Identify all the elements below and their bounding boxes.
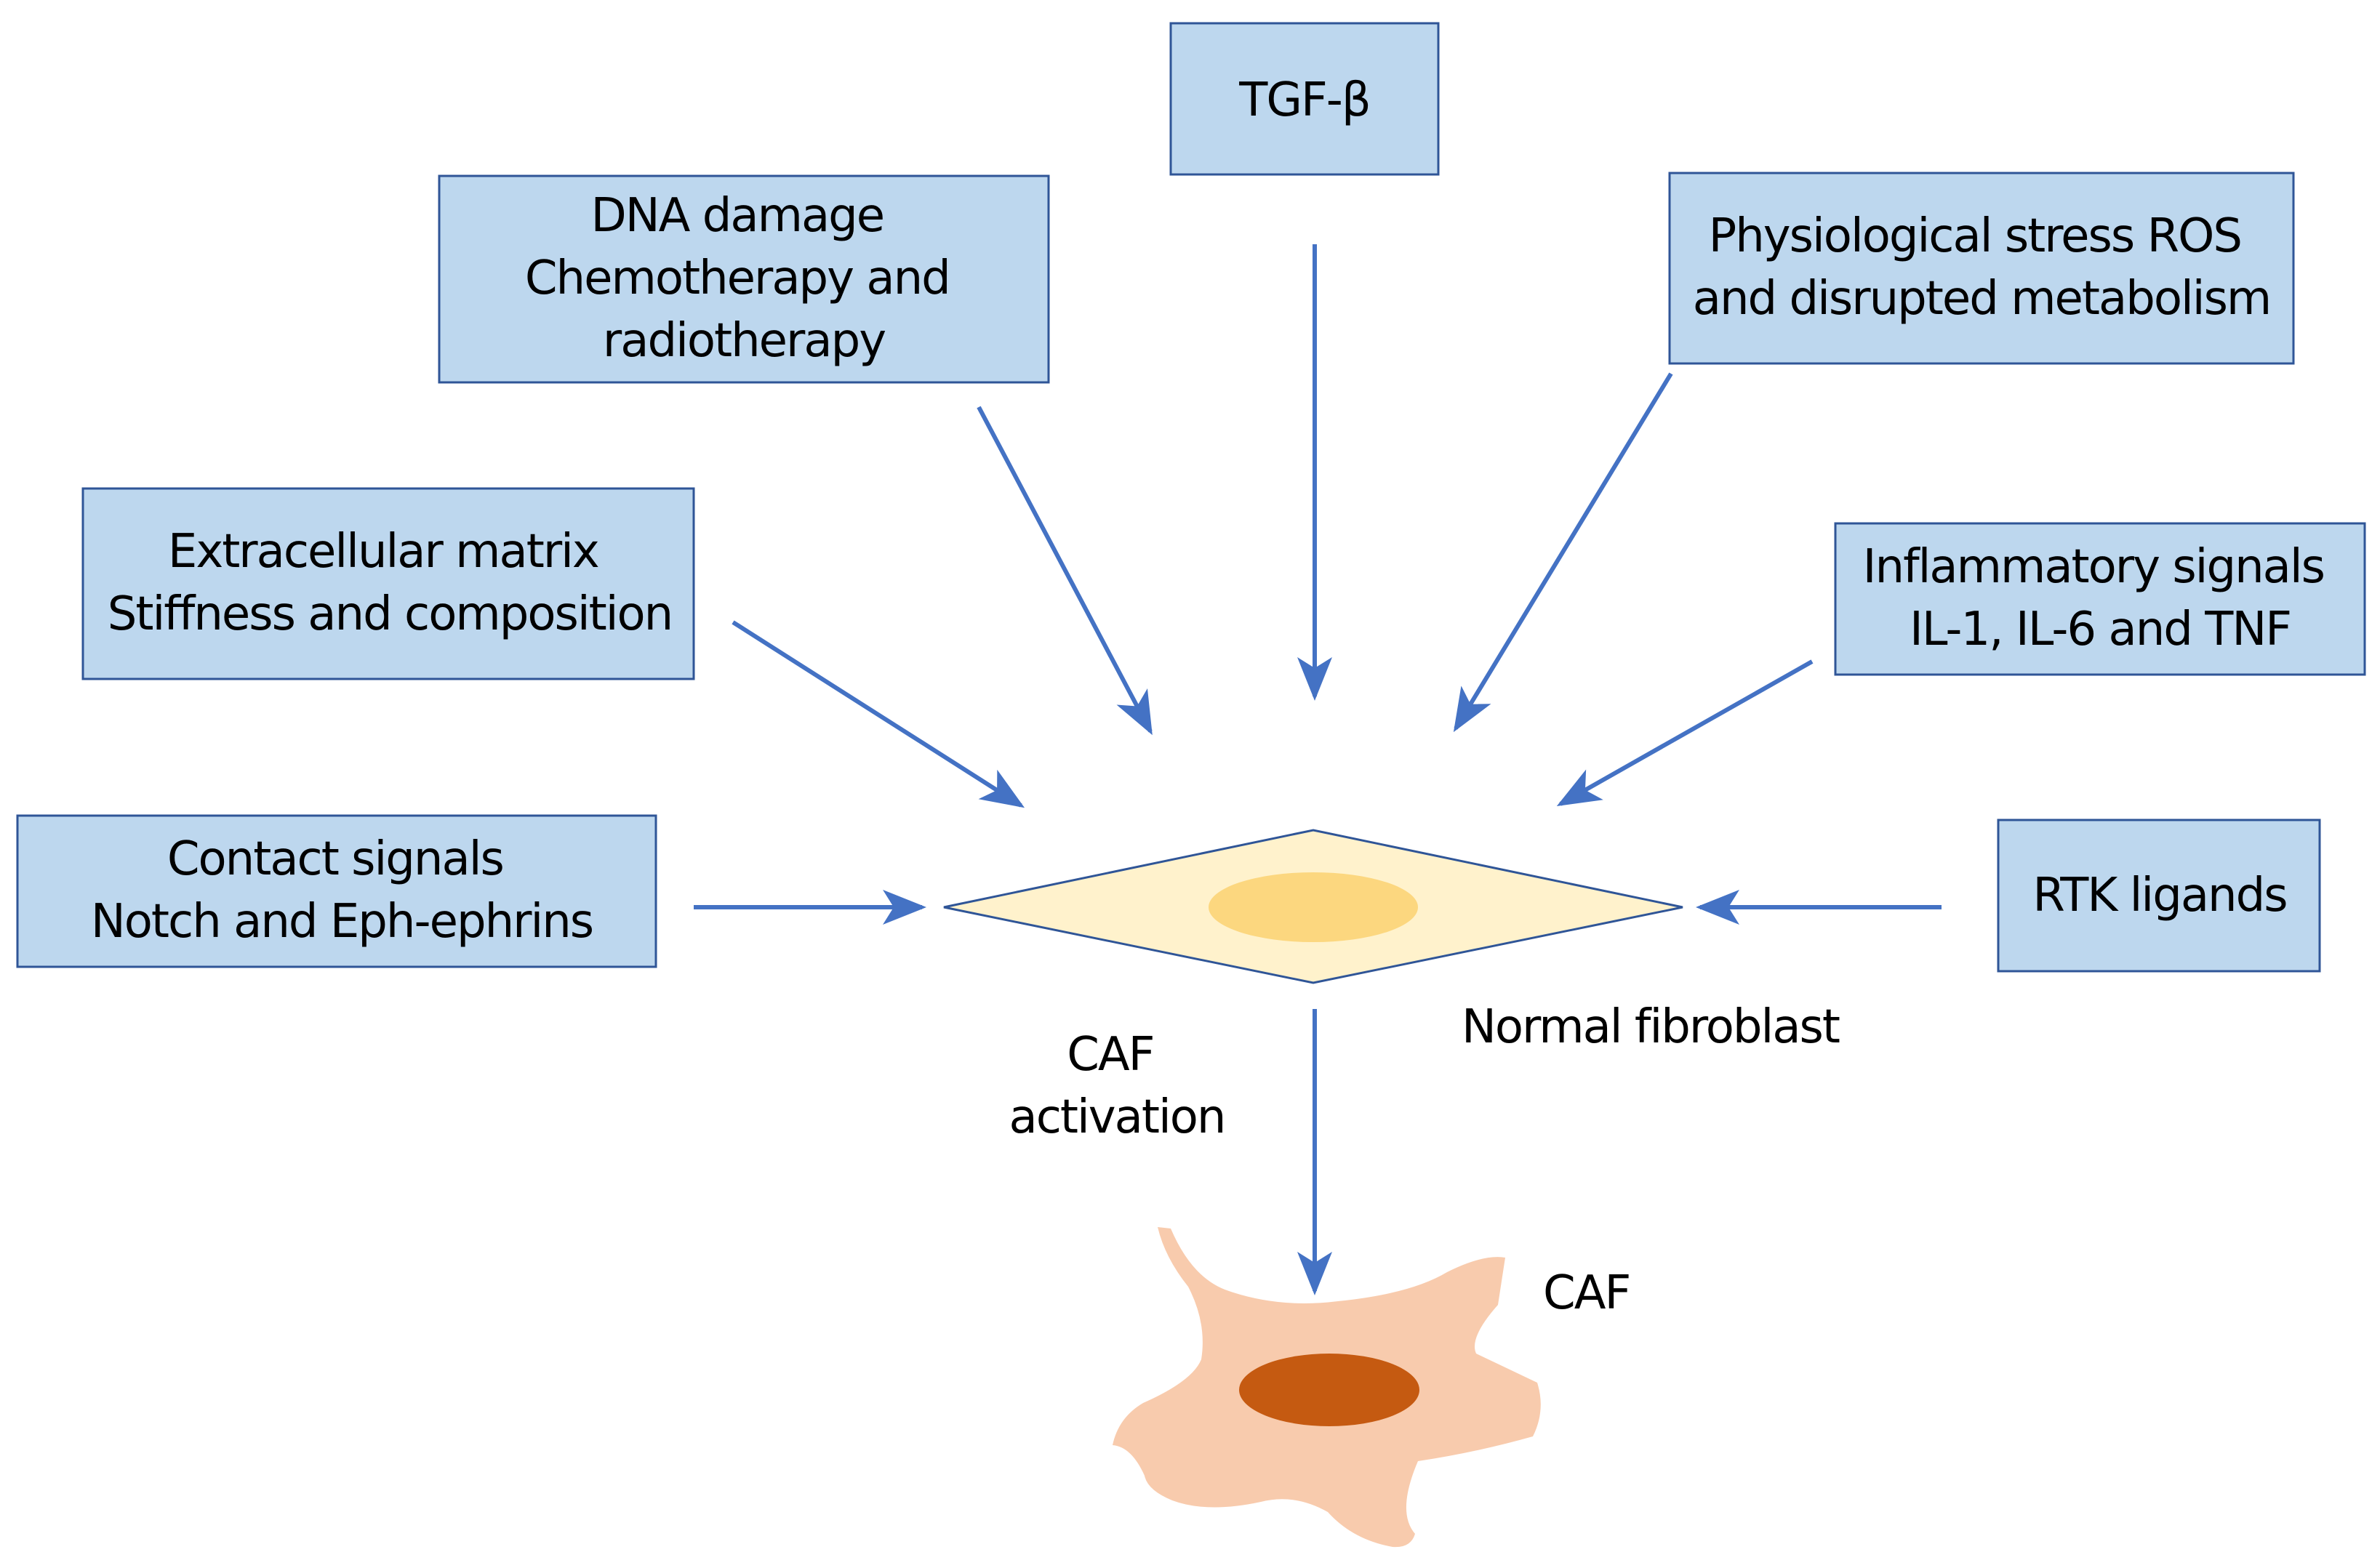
arrow-dna-to-fibroblast <box>977 406 1153 736</box>
box-dna-damage: DNA damage Chemotherapy and radiotherapy <box>438 174 1050 384</box>
caf-nucleus <box>1239 1354 1419 1426</box>
box-contact-signals: Contact signals Notch and Eph-ephrins <box>16 814 657 968</box>
box-contact-line-1: Contact signals <box>167 832 503 886</box>
box-dna-line-3: radiotherapy <box>603 314 885 368</box>
label-caf-activation-line-2: activation <box>1009 1090 1225 1144</box>
box-extracellular-matrix: Extracellular matrix Stiffness and compo… <box>81 487 695 680</box>
box-inflammatory-line-2: IL-1, IL-6 and TNF <box>1910 603 2291 656</box>
svg-text:Physiological stress ROS: Physiological stress ROS and disrupted m… <box>1693 209 2271 326</box>
label-normal-fibroblast: Normal fibroblast <box>1462 1000 1840 1054</box>
arrow-inflammatory-to-fibroblast <box>1556 659 1814 806</box>
svg-text:RTK ligands: RTK ligands <box>2032 869 2286 922</box>
svg-text:Extracellular matrix Sti: Extracellular matrix Stiffness and compo… <box>108 525 672 641</box>
box-inflammatory-line-1: Inflammatory signals <box>1863 540 2324 594</box>
box-tgf-beta: TGF-β <box>1169 22 1440 176</box>
arrow-ecm-to-fibroblast <box>732 620 1025 808</box>
svg-text:Inflammatory signals IL-: Inflammatory signals IL-1, IL-6 and TNF <box>1863 540 2338 656</box>
box-stress-line-2: and disrupted metabolism <box>1693 272 2271 326</box>
normal-fibroblast-cell <box>943 829 1683 984</box>
svg-text:Contact signals Notch an: Contact signals Notch and Eph-ephrins <box>91 832 593 949</box>
label-caf-activation-line-1: CAF <box>1067 1028 1153 1082</box>
label-caf-activation: CAF activation <box>1009 1028 1225 1144</box>
box-ecm-line-2: Stiffness and composition <box>108 587 672 641</box>
box-rtk-line-1: RTK ligands <box>2032 869 2286 922</box>
box-contact-line-2: Notch and Eph-ephrins <box>91 895 593 949</box>
box-inflammatory-signals: Inflammatory signals IL-1, IL-6 and TNF <box>1834 522 2366 676</box>
caf-cell <box>1113 1227 1541 1548</box>
arrow-stress-to-fibroblast <box>1453 372 1673 733</box>
box-dna-line-2: Chemotherapy and <box>525 252 950 305</box>
fibroblast-nucleus <box>1209 872 1418 942</box>
box-stress-line-1: Physiological stress ROS <box>1709 209 2241 263</box>
box-tgf-line-1: TGF-β <box>1238 73 1369 127</box>
svg-text:TGF-β: TGF-β <box>1238 73 1369 127</box>
box-ecm-line-1: Extracellular matrix <box>168 525 598 579</box>
box-dna-line-1: DNA damage <box>590 189 884 243</box>
label-caf: CAF <box>1543 1266 1630 1320</box>
box-physiological-stress: Physiological stress ROS and disrupted m… <box>1668 172 2295 365</box>
box-rtk-ligands: RTK ligands <box>1997 819 2321 973</box>
svg-text:DNA damage Chemotherapy: DNA damage Chemotherapy and radiotherapy <box>525 189 963 368</box>
